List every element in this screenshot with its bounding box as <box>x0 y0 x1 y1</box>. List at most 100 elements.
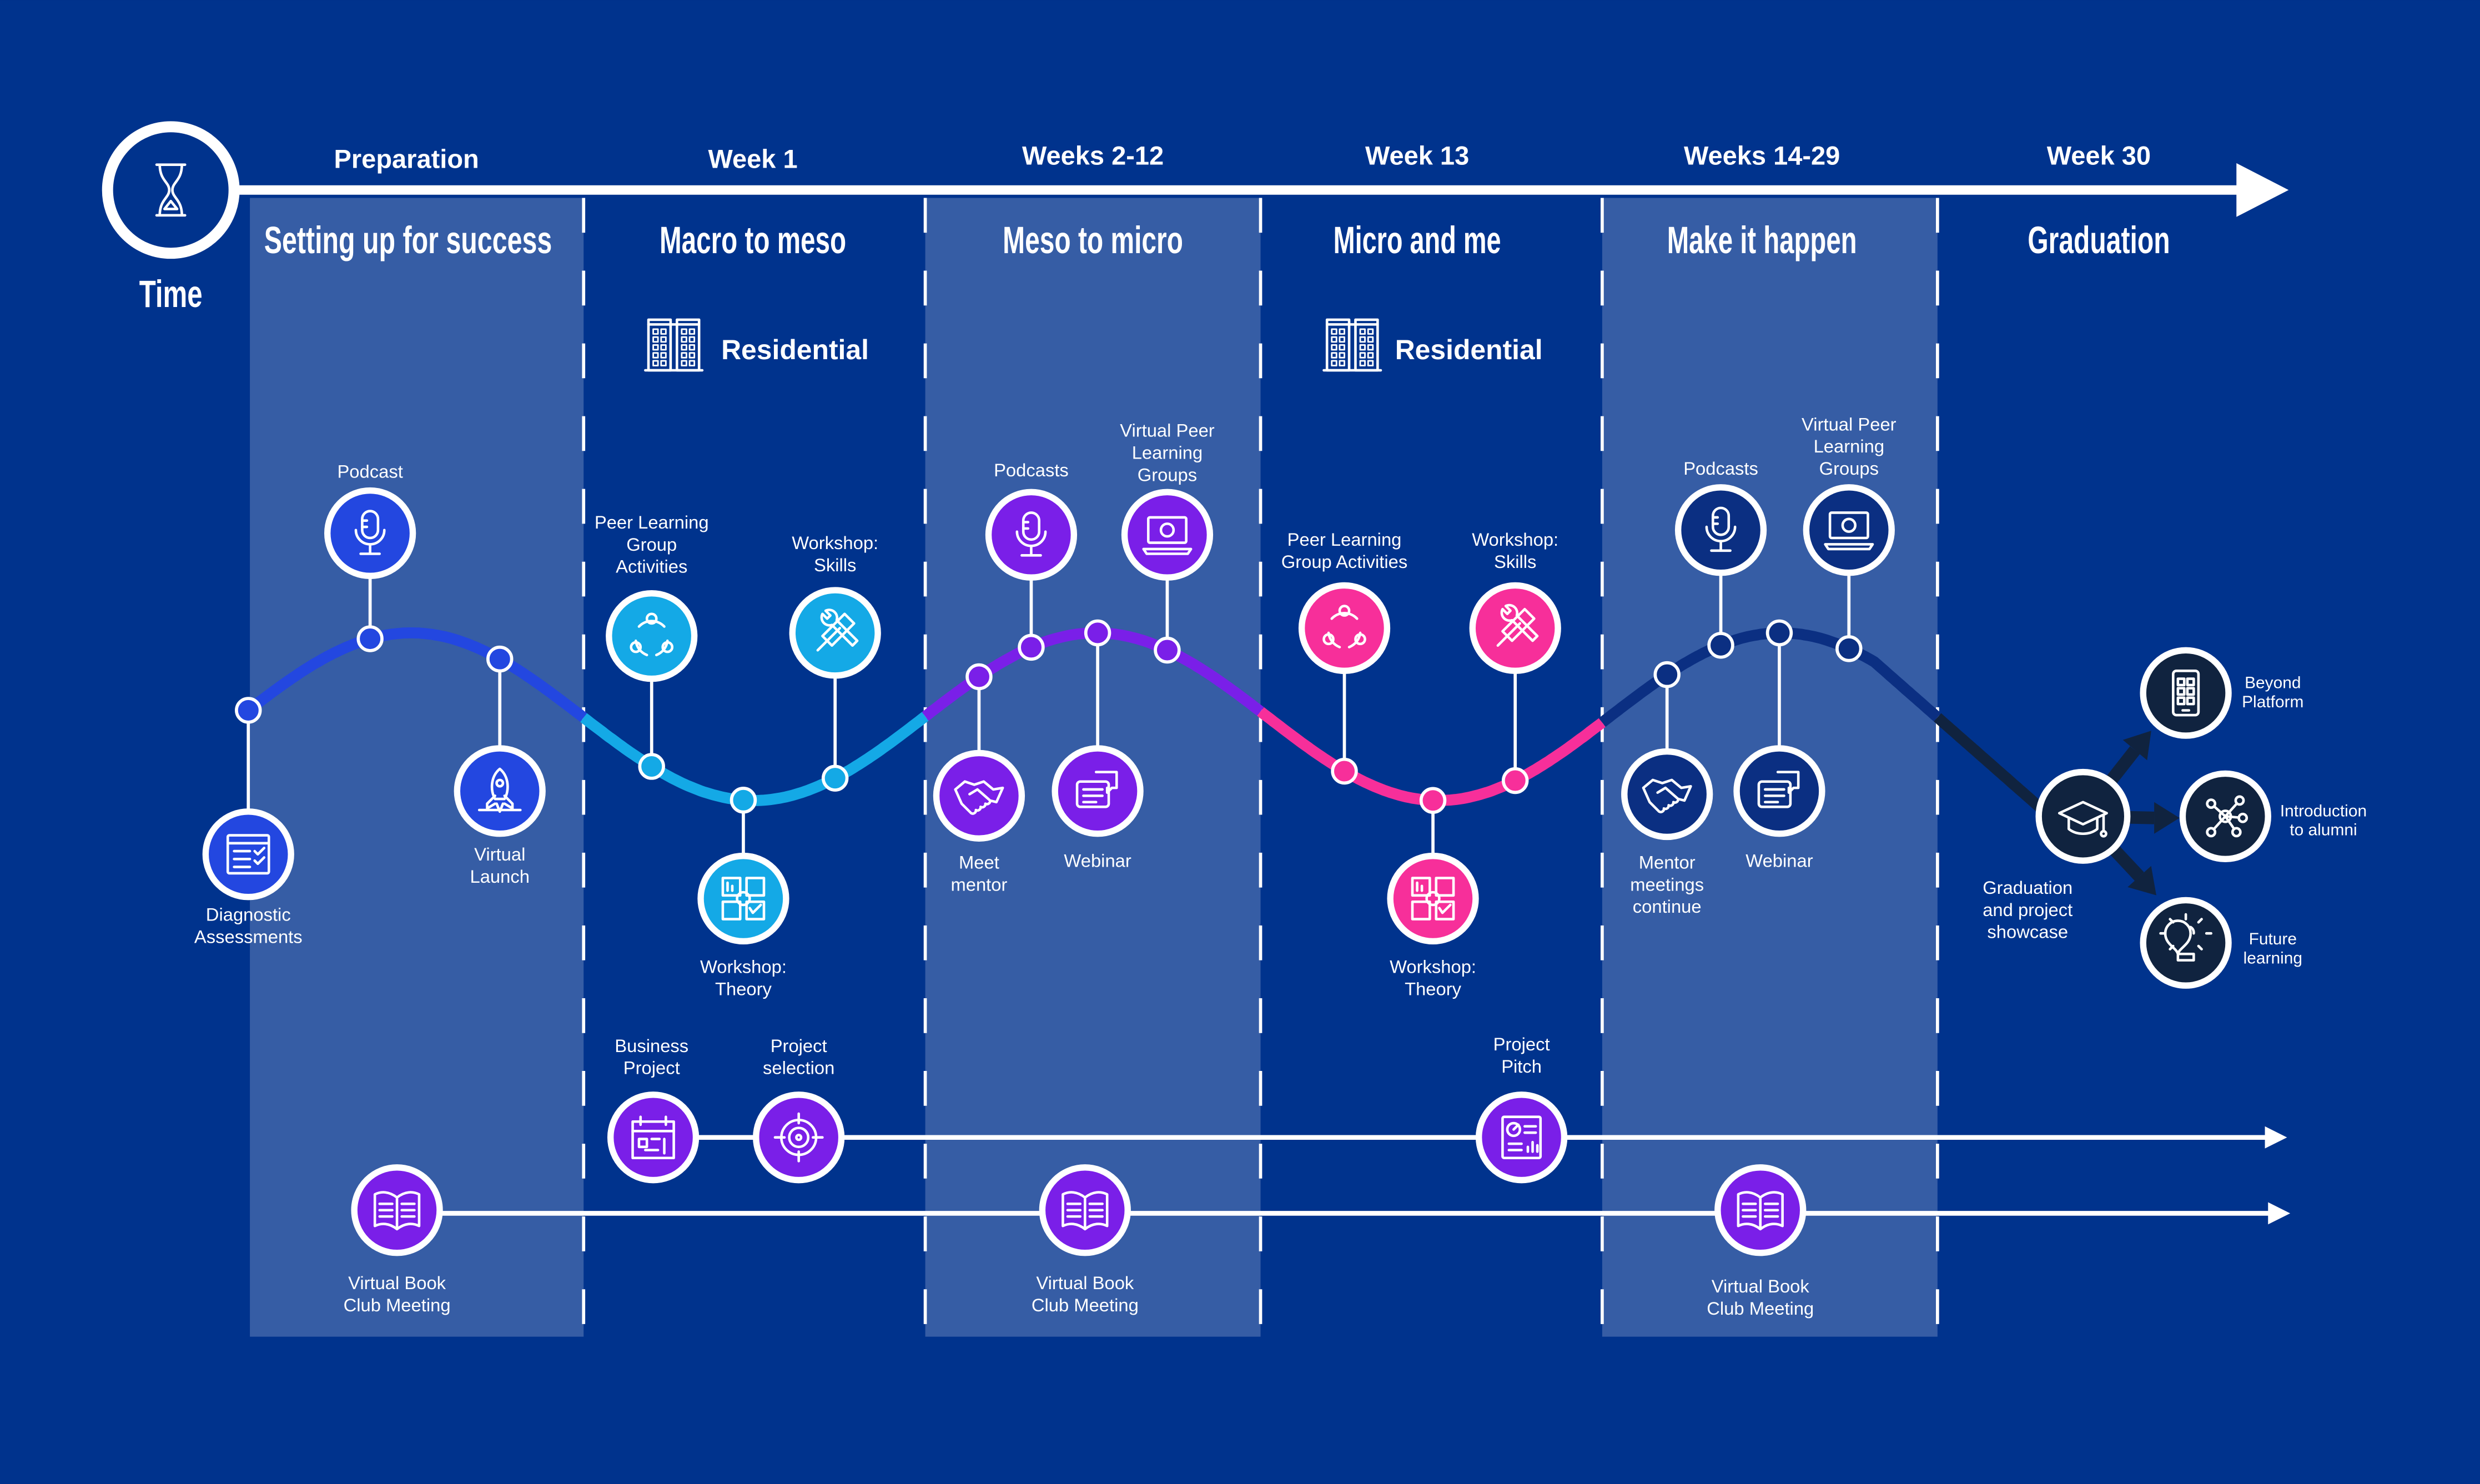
network-icon <box>2206 795 2248 838</box>
phase-period: Weeks 14-29 <box>1684 141 1840 170</box>
handshake-icon <box>954 780 1004 815</box>
event-label-line: Activities <box>616 556 687 577</box>
event-label-line: Theory <box>715 978 772 999</box>
project-label-line: Project <box>771 1035 827 1056</box>
event-dot <box>1707 632 1734 659</box>
event-node[interactable] <box>202 808 294 901</box>
project-node[interactable] <box>607 1091 700 1184</box>
phase-title: Meso to micro <box>1003 219 1183 261</box>
event-node[interactable] <box>697 852 789 945</box>
event-node[interactable] <box>933 749 1025 842</box>
book-club-node[interactable] <box>1039 1164 1131 1256</box>
timeline-event[interactable]: Podcasts <box>985 460 1078 661</box>
project-node[interactable] <box>753 1091 845 1184</box>
book-club-label-line: Virtual Book <box>1712 1276 1810 1296</box>
outcome-label-line: learning <box>2243 949 2302 967</box>
tools-icon <box>1496 603 1539 647</box>
rocket-icon <box>477 767 522 813</box>
report-icon <box>1501 1115 1542 1160</box>
cycle-icon <box>630 612 674 657</box>
event-node[interactable] <box>454 745 546 837</box>
event-dot <box>1018 633 1045 661</box>
timeline-event[interactable]: Workshop:Skills <box>1469 529 1561 794</box>
handshake-icon <box>1642 778 1692 813</box>
event-node[interactable] <box>1621 748 1713 841</box>
event-label-line: Skills <box>814 555 856 575</box>
chat-icon <box>1075 771 1118 808</box>
event-node-circle <box>933 749 1025 842</box>
event-label: Workshop:Skills <box>792 532 878 575</box>
timeline-event[interactable]: Podcast <box>324 461 416 652</box>
outcome-node[interactable] <box>2179 770 2271 863</box>
timeline-event[interactable]: Webinar <box>1733 619 1825 871</box>
timeline-event[interactable]: Podcasts <box>1674 458 1767 659</box>
book-club-node[interactable] <box>351 1164 443 1256</box>
timeline-event[interactable]: Workshop:Skills <box>789 532 881 792</box>
time-arrow-head <box>2236 163 2289 217</box>
event-node[interactable] <box>1469 582 1561 674</box>
outcome-label-line: Platform <box>2242 693 2303 711</box>
event-node[interactable] <box>789 587 881 679</box>
event-node-circle <box>1621 748 1713 841</box>
timeline-event[interactable]: Workshop:Theory <box>1387 787 1479 999</box>
journey-curve-segment <box>245 627 587 722</box>
event-dot <box>1084 619 1111 647</box>
event-node[interactable] <box>1733 745 1825 837</box>
event-dot <box>1501 767 1529 794</box>
project-label-line: selection <box>763 1058 834 1078</box>
building-icon <box>1322 318 1382 372</box>
event-node-circle <box>454 745 546 837</box>
project-track-arrow <box>2265 1126 2287 1149</box>
event-node[interactable] <box>1298 582 1391 674</box>
event-node[interactable] <box>1674 484 1767 576</box>
graduation-node[interactable] <box>2035 768 2131 864</box>
microphone-icon <box>1705 506 1737 552</box>
outcome-node[interactable] <box>2140 647 2232 739</box>
event-label-line: continue <box>1633 896 1702 917</box>
event-node[interactable] <box>1052 745 1144 837</box>
event-label-line: Podcasts <box>1683 458 1758 479</box>
event-node-circle <box>606 590 698 682</box>
event-node[interactable] <box>1387 852 1479 945</box>
event-node-circle <box>324 487 416 580</box>
event-node[interactable] <box>324 487 416 580</box>
outcome-node[interactable] <box>2140 897 2232 989</box>
timeline-event[interactable]: Workshop:Theory <box>697 787 789 999</box>
event-node[interactable] <box>985 489 1078 581</box>
project-node[interactable] <box>1475 1091 1568 1184</box>
phase-title: Make it happen <box>1667 219 1857 261</box>
event-label: Podcast <box>337 461 403 482</box>
event-node[interactable] <box>1121 489 1214 581</box>
event-label-line: Virtual Peer <box>1802 414 1897 434</box>
event-node[interactable] <box>1803 484 1895 576</box>
book-club-label-line: Club Meeting <box>1032 1295 1139 1315</box>
phase-period: Weeks 2-12 <box>1022 141 1164 170</box>
book-club-node[interactable] <box>1714 1164 1807 1256</box>
residential-label: Residential <box>1395 334 1543 365</box>
event-label-line: Peer Learning <box>1287 529 1402 550</box>
timeline-event[interactable]: Webinar <box>1052 619 1144 871</box>
event-node[interactable] <box>606 590 698 682</box>
phase-title: Setting up for success <box>264 219 552 261</box>
